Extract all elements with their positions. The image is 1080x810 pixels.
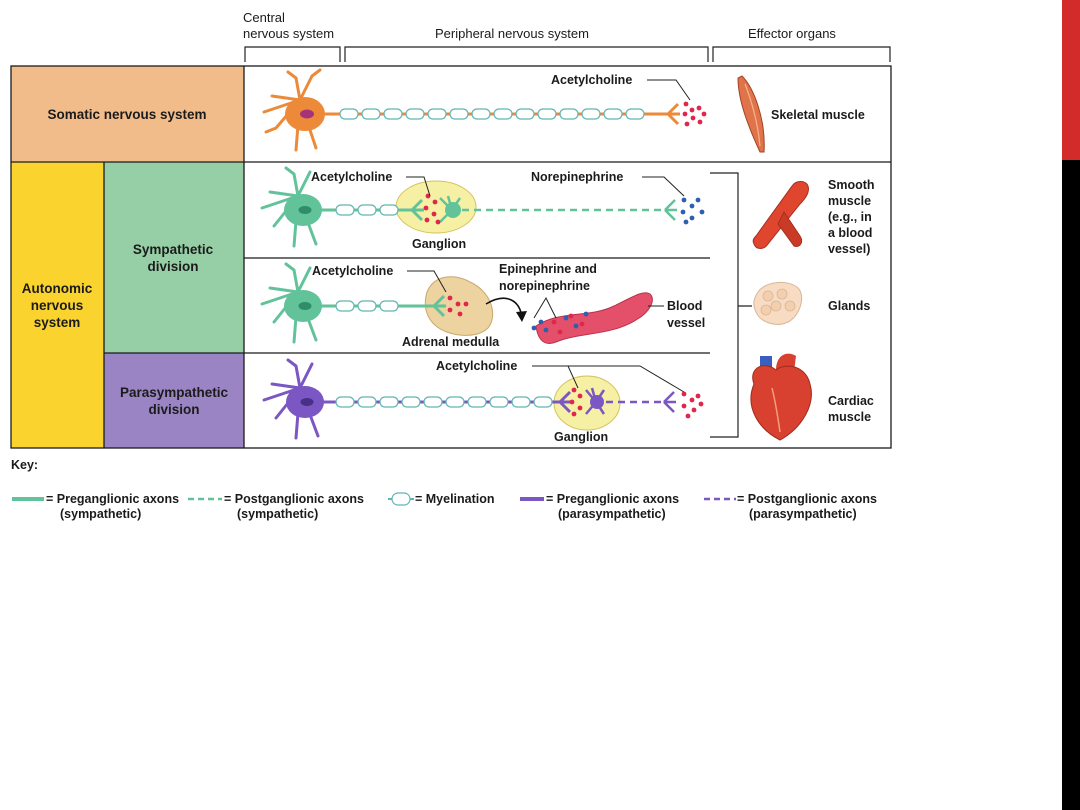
- autonomic-block: [11, 162, 104, 448]
- acetylcholine-dots-somatic: [682, 101, 707, 127]
- smooth-muscle-icon: [752, 181, 809, 249]
- blood-vessel-label-2: vessel: [667, 316, 705, 330]
- smooth-muscle-label-4: a blood: [828, 226, 872, 240]
- key-myelin: = Myelination: [415, 492, 495, 506]
- autonomic-label-3: system: [34, 315, 81, 330]
- skeletal-muscle-icon: [737, 75, 765, 153]
- sympathetic-label-2: division: [147, 259, 198, 274]
- key-swatch-myelin: [388, 492, 414, 506]
- acetylcholine-dots-para: [569, 387, 704, 419]
- cardiac-muscle-label-1: Cardiac: [828, 394, 874, 408]
- ach-label-symp: Acetylcholine: [311, 170, 392, 184]
- grid-lines: [10, 65, 892, 449]
- acetylcholine-dots-adrenal: [447, 295, 469, 317]
- ganglion-label-symp: Ganglion: [412, 237, 466, 251]
- epi-label-2: norepinephrine: [499, 279, 590, 293]
- parasympathetic-label-2: division: [148, 402, 199, 417]
- ach-leader-para: [532, 365, 685, 393]
- adrenal-preganglionic-neuron: [260, 262, 446, 344]
- key-post-para-1: = Postganglionic axons: [737, 492, 877, 506]
- glands-icon: [753, 282, 803, 325]
- smooth-muscle-label-2: muscle: [828, 194, 871, 208]
- parasympathetic-block: [104, 353, 244, 448]
- epi-leader: [533, 296, 557, 319]
- header: Central nervous system Peripheral nervou…: [243, 10, 891, 62]
- skeletal-muscle-label: Skeletal muscle: [771, 108, 865, 122]
- somatic-label: Somatic nervous system: [47, 107, 206, 122]
- sympathetic-label-1: Sympathetic: [133, 242, 214, 257]
- header-effector: Effector organs: [748, 26, 836, 41]
- effector-bracket: [712, 46, 891, 62]
- ganglion-label-para: Ganglion: [554, 430, 608, 444]
- autonomic-label-2: nervous: [31, 298, 84, 313]
- cns-bracket: [244, 46, 341, 62]
- key-post-para-2: (parasympathetic): [749, 507, 857, 521]
- ach-leader-adrenal: [407, 270, 447, 293]
- header-pns: Peripheral nervous system: [435, 26, 589, 41]
- somatic-block: [11, 66, 244, 162]
- somatic-neuron: [262, 68, 680, 152]
- parasympathetic-postganglionic-neuron: [585, 387, 676, 415]
- epi-label-1: Epinephrine and: [499, 262, 597, 276]
- smooth-muscle-label-5: vessel): [828, 242, 870, 256]
- autonomic-label-1: Autonomic: [22, 281, 93, 296]
- slide-side-accent: [1062, 0, 1080, 160]
- acetylcholine-dots-symp: [423, 193, 441, 225]
- norepinephrine-label: Norepinephrine: [531, 170, 623, 184]
- key-pre-para-1: = Preganglionic axons: [546, 492, 679, 506]
- ach-label-adrenal: Acetylcholine: [312, 264, 393, 278]
- sympathetic-preganglionic-neuron: [260, 166, 424, 248]
- key-title: Key:: [11, 458, 38, 472]
- norepinephrine-leader: [642, 176, 685, 197]
- autonomic-effector-bracket: [710, 172, 752, 438]
- norepinephrine-dots: [680, 197, 705, 225]
- ach-label-para: Acetylcholine: [436, 359, 517, 373]
- ach-leader-somatic: [647, 79, 691, 101]
- key-legend: Key: = Preganglionic axons (sympathetic)…: [11, 458, 877, 521]
- hormone-dots: [531, 311, 589, 335]
- parasympathetic-preganglionic-neuron: [262, 358, 572, 440]
- header-cns-line2: nervous system: [243, 26, 334, 41]
- pns-bracket: [344, 46, 709, 62]
- adrenal-medulla-label: Adrenal medulla: [402, 335, 500, 349]
- key-post-symp-2: (sympathetic): [237, 507, 318, 521]
- ganglion-sympathetic: [395, 180, 477, 234]
- key-pre-symp-1: = Preganglionic axons: [46, 492, 179, 506]
- ach-label-somatic: Acetylcholine: [551, 73, 632, 87]
- slide-side-bar: [1062, 0, 1080, 810]
- smooth-muscle-label-3: (e.g., in: [828, 210, 872, 224]
- sympathetic-postganglionic-neuron: [439, 195, 677, 223]
- key-post-symp-1: = Postganglionic axons: [224, 492, 364, 506]
- key-pre-para-2: (parasympathetic): [558, 507, 666, 521]
- parasympathetic-label-1: Parasympathetic: [120, 385, 229, 400]
- header-cns-line1: Central: [243, 10, 285, 25]
- smooth-muscle-label-1: Smooth: [828, 178, 875, 192]
- blood-vessel-label-1: Blood: [667, 299, 702, 313]
- sympathetic-block: [104, 162, 244, 353]
- heart-icon: [750, 353, 812, 441]
- cardiac-muscle-label-2: muscle: [828, 410, 871, 424]
- ach-leader-symp: [406, 176, 431, 197]
- glands-label: Glands: [828, 299, 870, 313]
- key-pre-symp-2: (sympathetic): [60, 507, 141, 521]
